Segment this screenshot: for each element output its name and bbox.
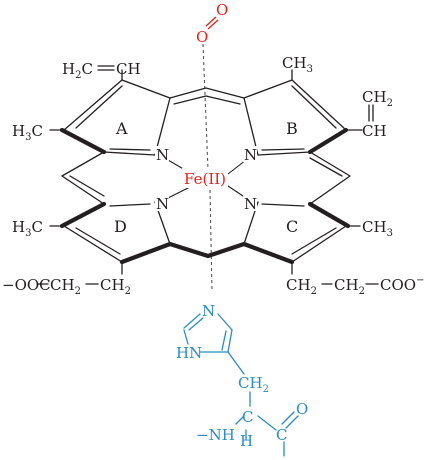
meso-top-double-2 [205, 95, 241, 105]
n-b-label: N [244, 146, 257, 164]
vinyl-left-ch-label: CH [116, 60, 141, 78]
fe-label: Fe(II) [184, 170, 226, 188]
meso-top [169, 87, 245, 99]
oxygen-top-label: O [216, 1, 228, 19]
meso-top-double [173, 95, 207, 105]
meso-left-double [69, 175, 105, 197]
his-calpha-label: C [242, 408, 253, 426]
ring-d-cn-double [109, 203, 151, 207]
propionate-right-ch2b-label: CH2 [334, 276, 365, 297]
axial-his-dash [209, 189, 213, 293]
bold-a-left [59, 127, 107, 155]
his-co-double-1 [281, 411, 295, 425]
ring-b-double [291, 85, 337, 129]
propionate-right-ch2a-label: CH2 [286, 276, 317, 297]
ring-c-letter: C [286, 217, 298, 236]
imid-bond-1 [183, 313, 201, 329]
ring-a-alpha [154, 97, 171, 156]
his-chain-3 [257, 415, 277, 431]
imid-bond-5 [183, 329, 189, 345]
n-c-label: N [244, 195, 257, 213]
methyl-right-lower-label: CH3 [362, 218, 393, 239]
bold-bottom-edge [119, 241, 295, 265]
n-d-label: N [156, 195, 169, 213]
ring-d-letter: D [114, 217, 127, 236]
methyl-left-upper-label: H3C [12, 122, 43, 143]
fe-label-bg [182, 168, 228, 188]
n-c-bg [243, 195, 257, 211]
his-h-label: H [240, 432, 253, 450]
oxygen-bottom-label: O [196, 28, 208, 46]
his-chain-1 [227, 351, 245, 375]
his-c-label: C [276, 426, 287, 444]
n-fe-bond-b [227, 159, 247, 175]
meso-left [61, 151, 105, 205]
ring-c-double [291, 227, 337, 255]
ring-a-cn-double [109, 148, 151, 151]
o2-bond [205, 16, 217, 27]
imid-bond-1-double [188, 317, 204, 331]
vinyl-right-ch2-label: CH2 [362, 88, 393, 109]
propionate-left-coo-label: −OOC [2, 276, 51, 294]
ring-a-letter: A [115, 119, 128, 138]
methyl-left-lower-label: H3C [12, 218, 43, 239]
imid-bond-3 [227, 329, 233, 353]
ring-a-double [75, 85, 123, 129]
meso-right-double [309, 157, 343, 177]
bold-c-right [307, 201, 351, 229]
his-nh-label: −NH [196, 426, 235, 444]
ring-b-outer [243, 79, 347, 156]
imid-bond-3-double [221, 330, 227, 351]
his-ch2-label: CH2 [238, 374, 269, 395]
o2-bond-2 [207, 19, 219, 30]
ring-c-cn-double [261, 203, 305, 207]
his-hn-label: HN [176, 344, 202, 362]
ring-d-double [75, 227, 121, 255]
bold-d-left [59, 201, 107, 229]
propionate-left-ch2b-label: CH2 [100, 276, 131, 297]
n-d-bg [155, 195, 169, 211]
imid-bond-2 [217, 313, 233, 331]
vinyl-left-label: H2C [62, 60, 93, 81]
n-b-bg [243, 146, 257, 162]
his-co-double-2 [285, 415, 299, 429]
propionate-right-coo-label: COO− [380, 275, 424, 294]
vinyl-right-ch-label: CH [362, 122, 387, 140]
ring-b-letter: B [286, 119, 298, 138]
ring-b-alpha [243, 97, 259, 156]
n-a-label: N [156, 146, 169, 164]
propionate-left-ch2a-label: CH2 [50, 276, 81, 297]
ring-b-cn-double [261, 148, 305, 151]
meso-right [309, 151, 351, 205]
n-a-bg [155, 146, 169, 162]
his-nh-bond [235, 415, 245, 425]
his-o-label: O [296, 400, 308, 418]
axial-o2-dash [202, 43, 209, 171]
bold-b-right [307, 127, 349, 155]
methyl-top-label: CH3 [282, 54, 313, 75]
his-n-label: N [202, 302, 215, 320]
